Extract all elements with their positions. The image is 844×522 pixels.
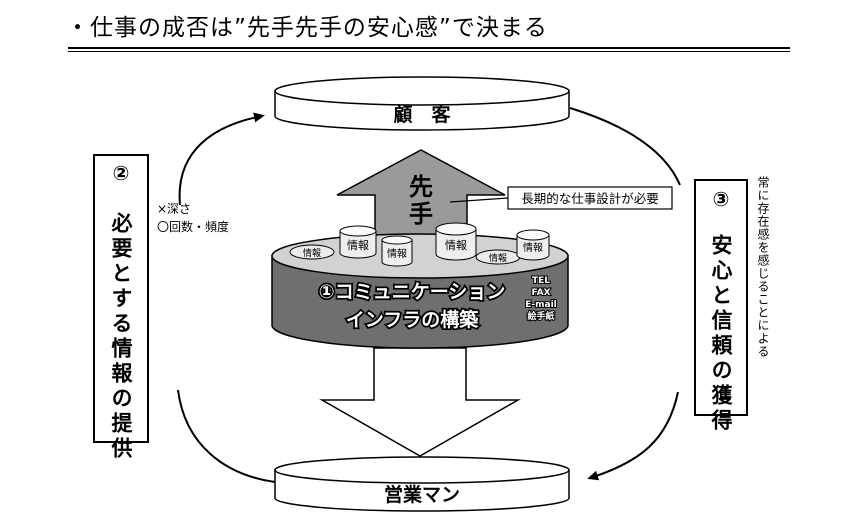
- sales-label: 営業マン: [384, 483, 460, 506]
- center-text-line2: インフラの構築: [346, 308, 479, 331]
- arrow-label-2: 手: [409, 200, 433, 228]
- media-label-email: E-mail: [525, 300, 557, 310]
- customer-label: 顧 客: [393, 103, 451, 126]
- down-arrow: [319, 347, 521, 457]
- right-box-text: 安心と信頼の獲得: [709, 233, 734, 434]
- right-box: [694, 179, 748, 416]
- arc-arrow-bottom-right: [587, 391, 679, 481]
- arc-line-bottom-left: [177, 389, 276, 483]
- cylinder-info-label-1: 情報: [347, 239, 369, 252]
- arc-line-top-right: [569, 107, 681, 186]
- cylinder-info-label-4: 情報: [523, 241, 543, 254]
- arc-arrow-top-left: [178, 112, 265, 206]
- callout-box: [507, 186, 673, 210]
- media-label-postcard: 絵手紙: [527, 310, 554, 322]
- slide-title: ・仕事の成否は”先手先手の安心感”で決まる: [66, 15, 548, 41]
- disc-info-label-1: 情報: [303, 247, 321, 259]
- arrow-label-1: 先: [409, 173, 433, 201]
- callout-leader: [449, 197, 509, 203]
- left-note-line2: 〇回数・頻度: [157, 219, 229, 234]
- cylinder-info-label-2: 情報: [387, 247, 407, 260]
- center-text-line1: ①コミュニケーション: [319, 281, 506, 303]
- disc-info-label-2: 情報: [489, 252, 507, 264]
- left-box-text: 必要とする情報の提供: [109, 211, 134, 462]
- right-box-number: ③: [713, 187, 730, 211]
- cylinder-info-label-3: 情報: [445, 239, 467, 252]
- communication-platform: 情報 情報 情報 情報 情報 情報 ①コミュニケーション インフラの構築 TEL…: [271, 222, 569, 349]
- customer-disc: 顧 客: [274, 76, 570, 131]
- sales-disc: 営業マン: [274, 456, 570, 512]
- callout-text: 長期的な仕事設計が必要: [521, 191, 659, 206]
- left-box-number: ②: [113, 161, 130, 185]
- media-label-tel: TEL: [532, 276, 550, 286]
- right-vertical-note: 常に存在感を感じることによる: [756, 176, 770, 358]
- left-note-line1: ×深さ: [157, 202, 191, 216]
- media-label-fax: FAX: [531, 288, 550, 298]
- left-box: [93, 154, 149, 443]
- title-rule-thin: [68, 51, 790, 52]
- title-rule-thick: [68, 47, 790, 49]
